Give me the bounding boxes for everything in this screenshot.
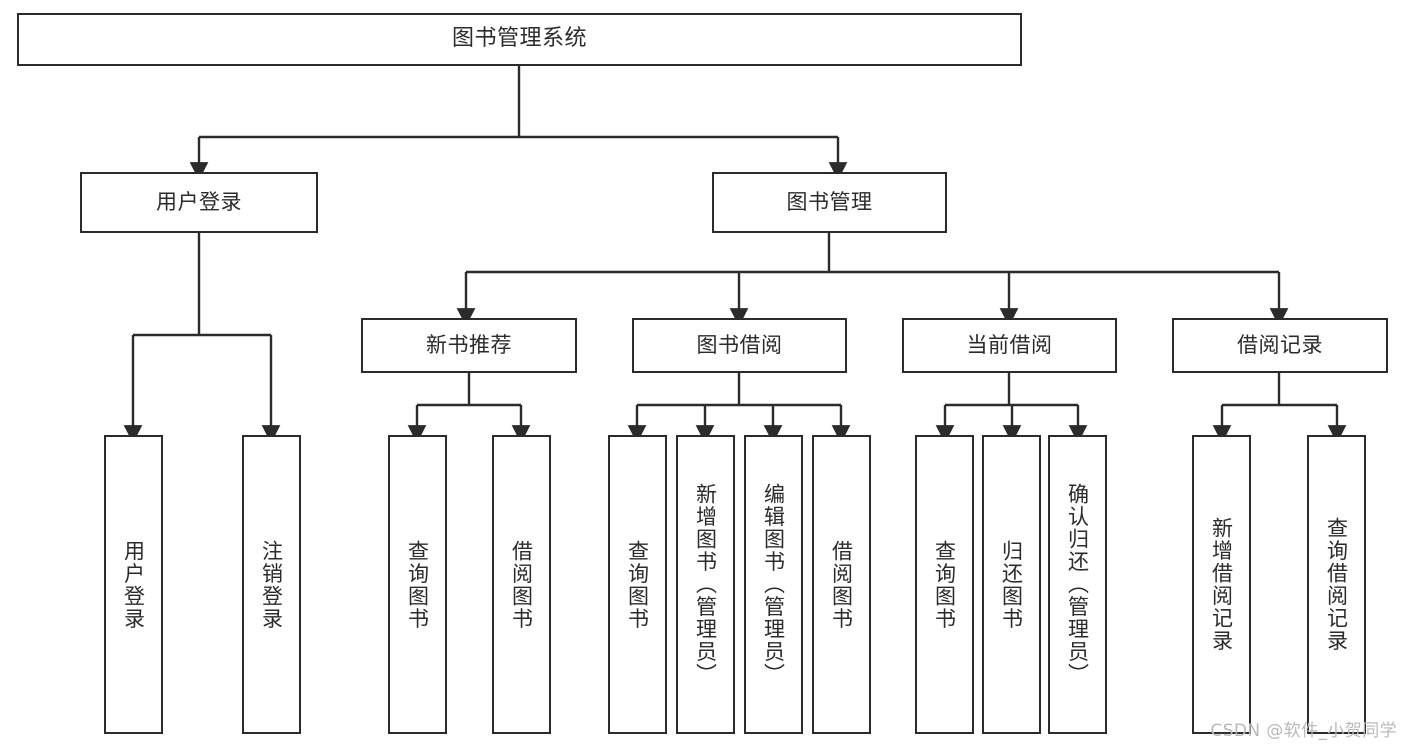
node-leaf-borrow-book-2[interactable]: 借阅图书 <box>812 435 871 734</box>
node-label: 查询图书 <box>932 539 957 630</box>
node-label: 借阅图书 <box>509 539 534 630</box>
node-leaf-confirm-return[interactable]: 确认归还（管理员） <box>1048 435 1107 734</box>
node-label: 新书推荐 <box>426 332 512 357</box>
node-book-manage[interactable]: 图书管理 <box>712 172 947 233</box>
node-label: 新增借阅记录 <box>1209 517 1234 652</box>
node-label: 用户登录 <box>121 539 146 630</box>
node-root-book-management-system[interactable]: 图书管理系统 <box>17 13 1022 66</box>
node-label: 归还图书 <box>999 539 1024 630</box>
node-leaf-query-book-2[interactable]: 查询图书 <box>608 435 667 734</box>
node-leaf-borrow-book-1[interactable]: 借阅图书 <box>492 435 551 734</box>
node-leaf-return-book[interactable]: 归还图书 <box>982 435 1041 734</box>
node-label: 借阅图书 <box>829 539 854 630</box>
node-leaf-add-book[interactable]: 新增图书（管理员） <box>676 435 735 734</box>
node-label: 用户登录 <box>156 189 242 214</box>
node-leaf-query-book-3[interactable]: 查询图书 <box>915 435 974 734</box>
node-leaf-add-record[interactable]: 新增借阅记录 <box>1192 435 1251 734</box>
node-new-book-recommend[interactable]: 新书推荐 <box>361 318 577 373</box>
watermark: CSDN @软件_小贺同学 <box>1210 721 1397 741</box>
node-book-borrow[interactable]: 图书借阅 <box>632 318 847 373</box>
node-leaf-logout-login[interactable]: 注销登录 <box>242 435 301 734</box>
node-label: 查询借阅记录 <box>1324 517 1349 652</box>
node-label: 查询图书 <box>405 539 430 630</box>
node-label: 当前借阅 <box>966 332 1053 357</box>
node-label: 图书管理 <box>786 189 873 214</box>
node-borrow-record[interactable]: 借阅记录 <box>1172 318 1388 373</box>
node-current-borrow[interactable]: 当前借阅 <box>902 318 1117 373</box>
node-leaf-query-book-1[interactable]: 查询图书 <box>388 435 447 734</box>
node-label: 借阅记录 <box>1237 332 1323 357</box>
node-leaf-query-record[interactable]: 查询借阅记录 <box>1307 435 1366 734</box>
node-label: 确认归还（管理员） <box>1065 483 1090 686</box>
node-label: 新增图书（管理员） <box>693 483 718 686</box>
node-user-login[interactable]: 用户登录 <box>80 172 318 233</box>
node-label: 编辑图书（管理员） <box>761 483 786 686</box>
node-label: 查询图书 <box>625 539 650 630</box>
node-leaf-edit-book[interactable]: 编辑图书（管理员） <box>744 435 803 734</box>
node-label: 图书借阅 <box>696 332 783 357</box>
node-leaf-user-login[interactable]: 用户登录 <box>104 435 163 734</box>
node-label: 图书管理系统 <box>451 26 587 52</box>
node-label: 注销登录 <box>259 539 284 630</box>
